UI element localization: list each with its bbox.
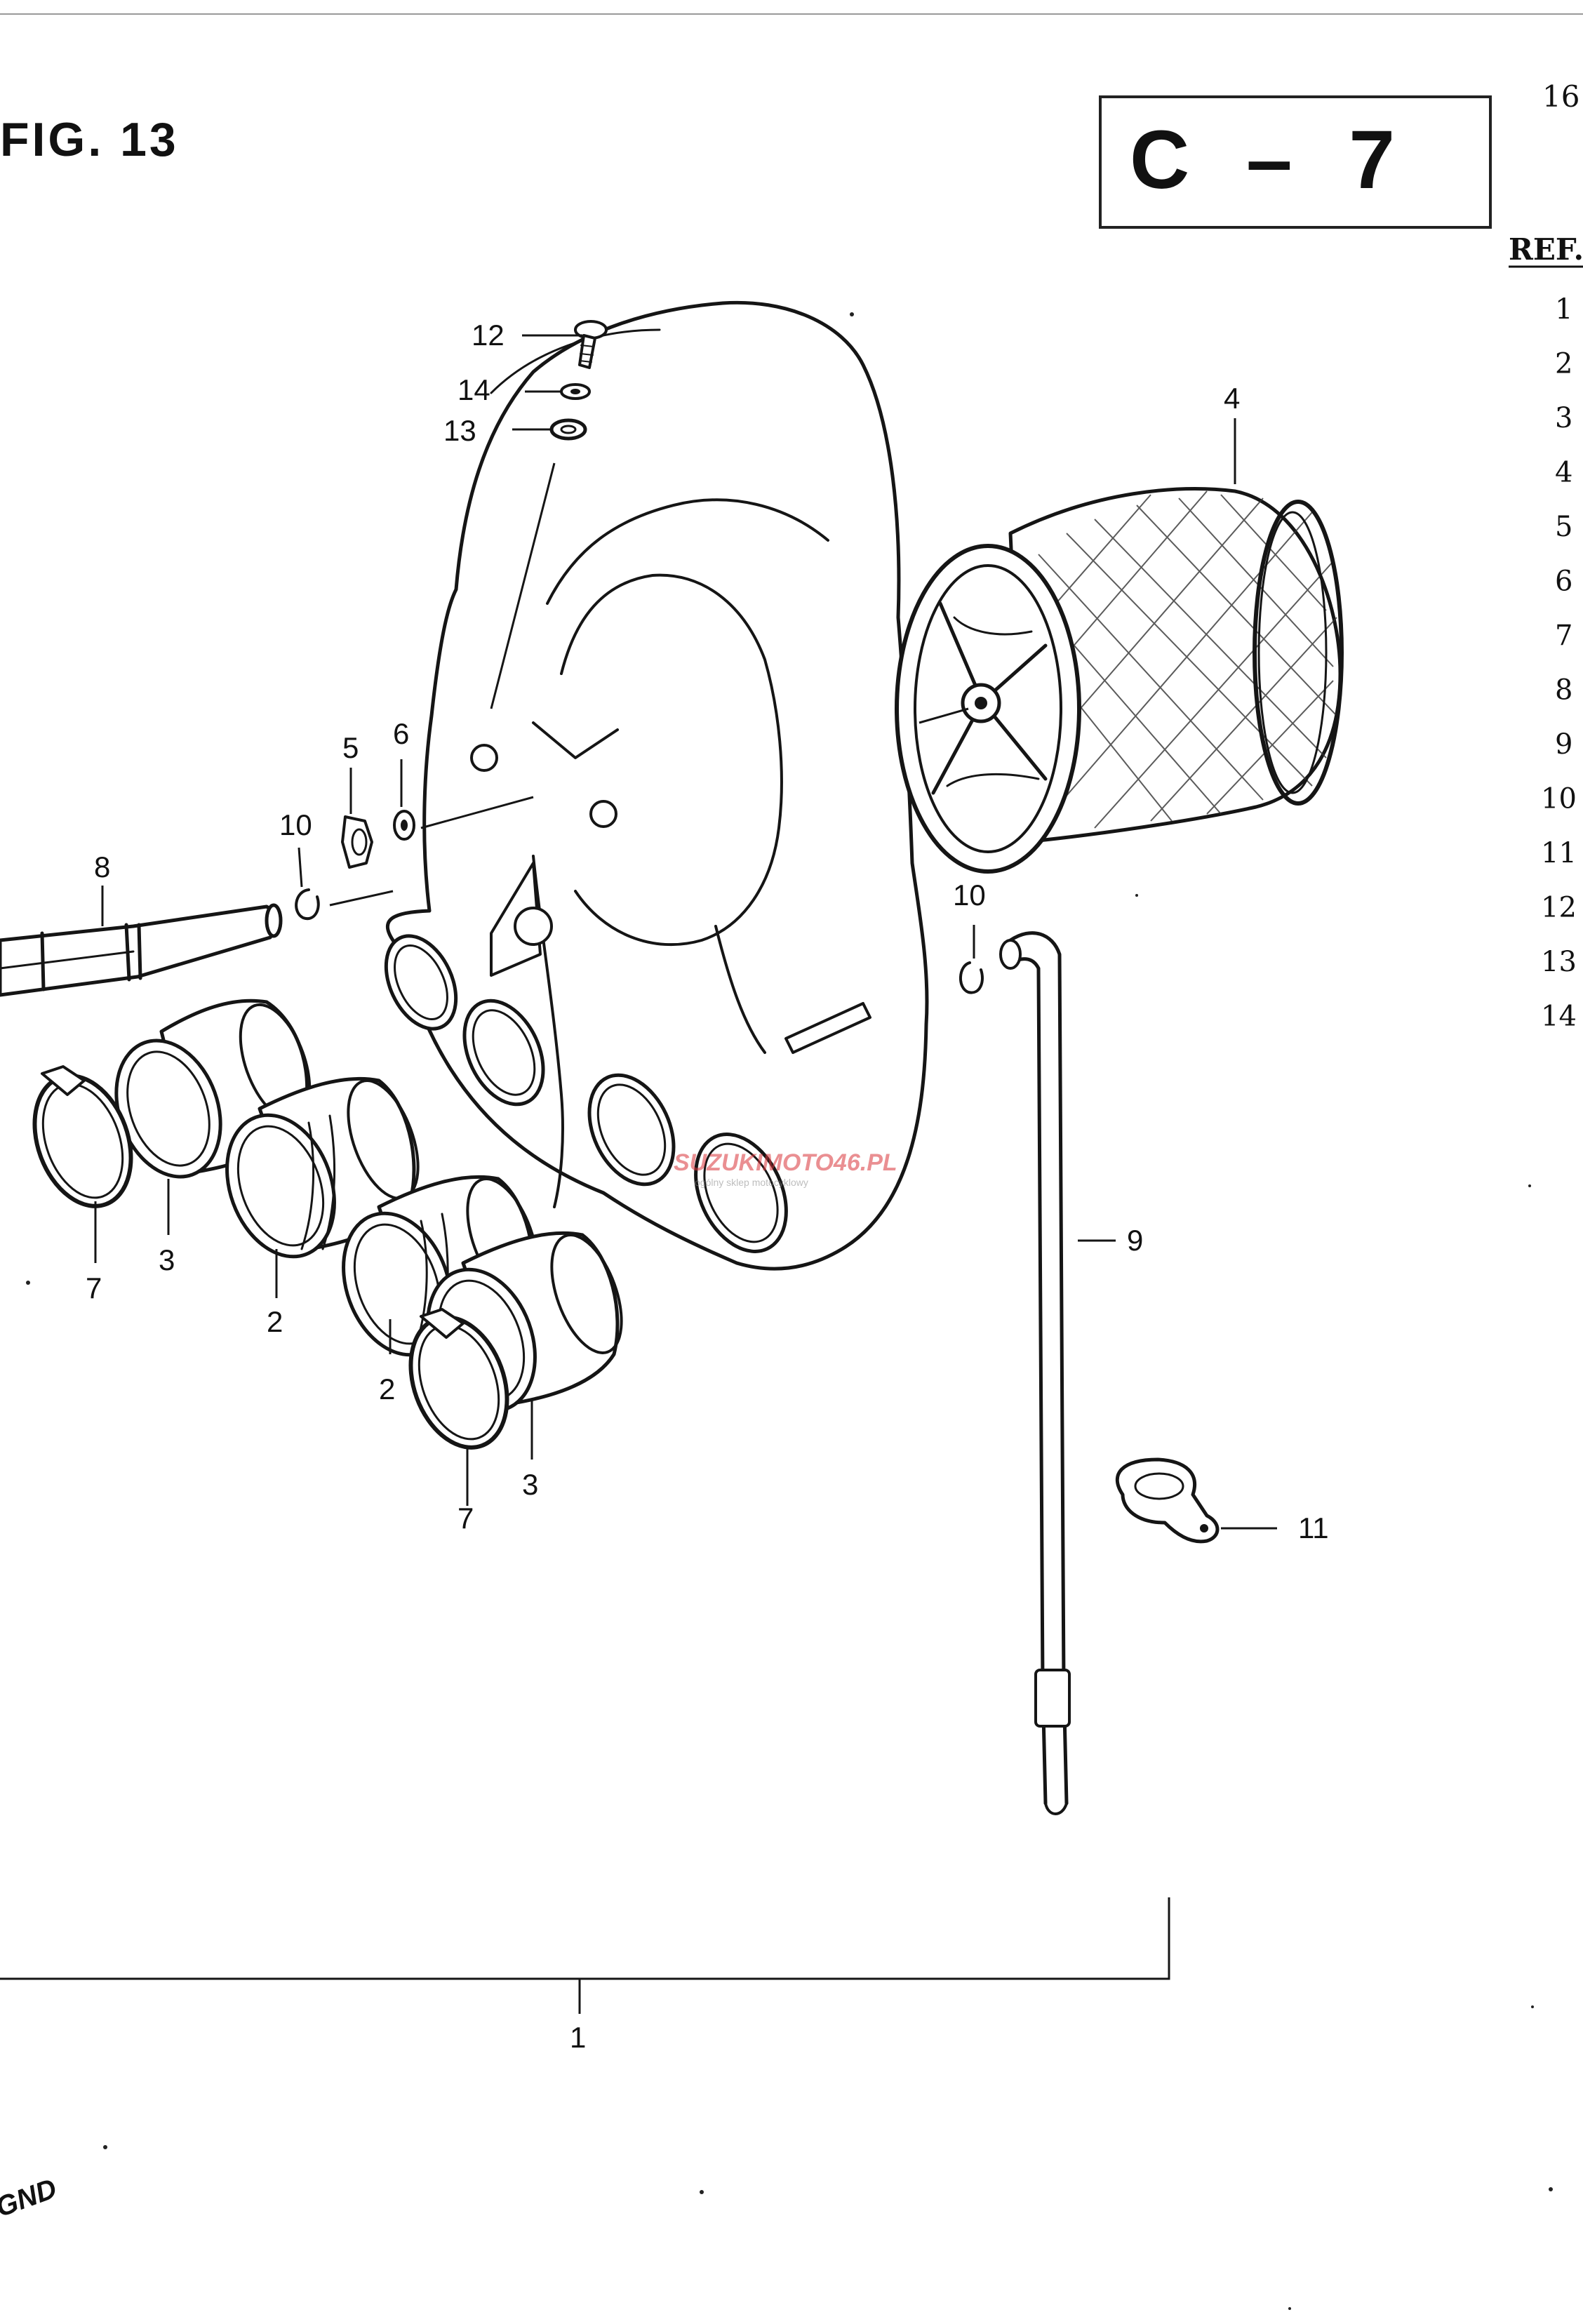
ref-number-9: 9 (1555, 728, 1572, 761)
washer-part-13 (549, 418, 587, 441)
wing-nut-part-5 (341, 815, 373, 869)
ref-number-3: 3 (1555, 402, 1572, 434)
callout-11: 11 (1298, 1511, 1329, 1544)
callout-14: 14 (457, 373, 490, 406)
callout-7-left: 7 (86, 1271, 102, 1304)
watermark-subtext: ogólny sklep motocyklowy (695, 1177, 808, 1188)
washer-part-14 (560, 383, 591, 400)
bottom-mark: GND (0, 2173, 61, 2224)
hose-clamp-right (408, 1308, 509, 1450)
clip-part-10-left (295, 888, 320, 921)
callout-labels: 12 14 13 4 5 6 10 10 8 9 11 7 3 2 2 7 3 … (86, 319, 1329, 2054)
callout-13: 13 (443, 414, 476, 447)
callout-3-left: 3 (159, 1243, 175, 1276)
watermark-text: SUZUKIMOTO46.PL (674, 1149, 897, 1176)
ref-number-1: 1 (1555, 293, 1572, 326)
clip-part-10-right (959, 961, 984, 994)
ref-number-5: 5 (1555, 511, 1572, 543)
callout-2-right: 2 (379, 1373, 395, 1405)
callout-10-right: 10 (953, 879, 986, 911)
intake-pipe-left-front (225, 1076, 420, 1259)
page-ref: 16 (1542, 79, 1579, 114)
callout-12: 12 (472, 319, 505, 352)
scan-specks (26, 312, 1553, 2310)
callout-3-right: 3 (522, 1468, 538, 1501)
shaft-part-8 (0, 903, 283, 997)
ref-number-2: 2 (1555, 348, 1572, 380)
callout-1: 1 (570, 2021, 586, 2054)
ref-number-8: 8 (1555, 674, 1572, 707)
callout-4: 4 (1224, 382, 1240, 415)
bolt-part-12 (574, 320, 608, 369)
ref-number-14: 14 (1541, 1001, 1577, 1033)
section-code: C – 7 (1130, 114, 1412, 206)
callout-2-left: 2 (267, 1305, 283, 1338)
hose-clamp-left (32, 1065, 133, 1208)
breather-hose-part-9 (999, 931, 1071, 1815)
ref-number-11: 11 (1541, 837, 1577, 869)
leader-lines (0, 334, 1277, 2014)
callout-9: 9 (1127, 1224, 1143, 1257)
callout-10-left: 10 (279, 808, 312, 841)
ref-header: REF. (1509, 232, 1583, 267)
ref-number-6: 6 (1555, 566, 1572, 598)
washer-part-6 (393, 810, 415, 841)
cable-clamp-part-11 (1115, 1457, 1220, 1544)
air-cleaner-box (384, 300, 929, 1271)
ref-number-10: 10 (1541, 783, 1577, 815)
ref-number-12: 12 (1541, 892, 1577, 924)
ref-number-4: 4 (1555, 457, 1572, 489)
air-filter-element (895, 487, 1344, 874)
callout-5: 5 (342, 731, 359, 764)
section-code-box: C – 7 (1099, 95, 1492, 229)
callout-7-right: 7 (457, 1502, 474, 1535)
watermark: SUZUKIMOTO46.PL ogólny sklep motocyklowy (674, 1149, 897, 1188)
callout-8: 8 (94, 850, 110, 883)
ref-number-7: 7 (1555, 620, 1572, 652)
callout-6: 6 (393, 717, 409, 750)
figure-title: FIG. 13 (0, 113, 179, 166)
ref-number-13: 13 (1541, 946, 1577, 978)
